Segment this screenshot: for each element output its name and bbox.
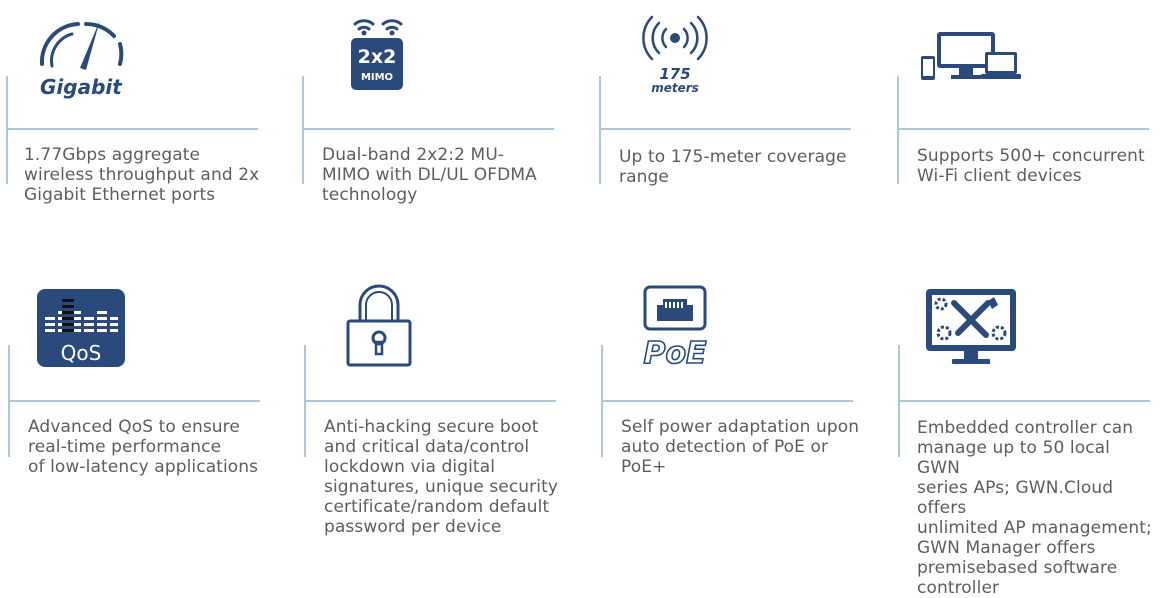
feature-mimo: 2x2 MIMO Dual-band 2x2:2 MU- MIMO with D… <box>302 10 562 260</box>
divider-horizontal <box>6 128 258 130</box>
feature-controller: Embedded controller can manage up to 50 … <box>898 283 1158 598</box>
feature-description: 1.77Gbps aggregate wireless throughput a… <box>24 145 260 205</box>
feature-qos: QoS Advanced QoS to ensure real-time per… <box>8 283 268 533</box>
poe-ethernet-icon: PoE <box>601 283 861 393</box>
feature-description: Advanced QoS to ensure real-time perform… <box>28 417 259 477</box>
divider-vertical <box>6 76 8 184</box>
feature-devices: Supports 500+ concurrent Wi-Fi client de… <box>897 10 1157 260</box>
feature-gigabit: Gigabit 1.77Gbps aggregate wireless thro… <box>6 10 266 260</box>
divider-horizontal <box>601 400 853 402</box>
coverage-radio-icon: 175 meters <box>599 10 859 120</box>
mimo-label-top: 2x2 <box>358 46 397 68</box>
controller-tools-icon <box>898 283 1158 393</box>
coverage-label-top: 175 <box>659 65 690 83</box>
divider-horizontal <box>897 128 1149 130</box>
poe-label: PoE <box>643 336 707 371</box>
divider-horizontal <box>302 128 554 130</box>
gigabit-speedometer-icon: Gigabit <box>6 10 266 120</box>
feature-description: Anti-hacking secure boot and critical da… <box>324 417 559 537</box>
divider-vertical <box>599 76 601 184</box>
divider-horizontal <box>8 400 260 402</box>
coverage-label-bottom: meters <box>651 81 699 95</box>
feature-description: Embedded controller can manage up to 50 … <box>917 418 1152 598</box>
feature-description: Supports 500+ concurrent Wi-Fi client de… <box>917 146 1145 186</box>
feature-coverage: 175 meters Up to 175-meter coverage rang… <box>599 10 859 260</box>
qos-equalizer-icon: QoS <box>8 283 268 393</box>
divider-horizontal <box>599 128 851 130</box>
feature-security: Anti-hacking secure boot and critical da… <box>304 283 564 537</box>
devices-icon <box>897 10 1157 120</box>
divider-vertical <box>897 76 899 184</box>
divider-horizontal <box>898 400 1150 402</box>
mimo-label-bottom: MIMO <box>361 72 393 83</box>
feature-description: Self power adaptation upon auto detectio… <box>621 417 860 477</box>
padlock-icon <box>304 283 564 393</box>
mimo-wifi-icon: 2x2 MIMO <box>302 10 562 120</box>
divider-vertical <box>302 76 304 184</box>
divider-horizontal <box>304 400 556 402</box>
feature-description: Up to 175-meter coverage range <box>619 147 847 187</box>
feature-description: Dual-band 2x2:2 MU- MIMO with DL/UL OFDM… <box>322 145 537 205</box>
feature-poe: PoE Self power adaptation upon auto dete… <box>601 283 861 533</box>
gigabit-label: Gigabit <box>40 75 123 99</box>
qos-label: QoS <box>61 341 102 365</box>
